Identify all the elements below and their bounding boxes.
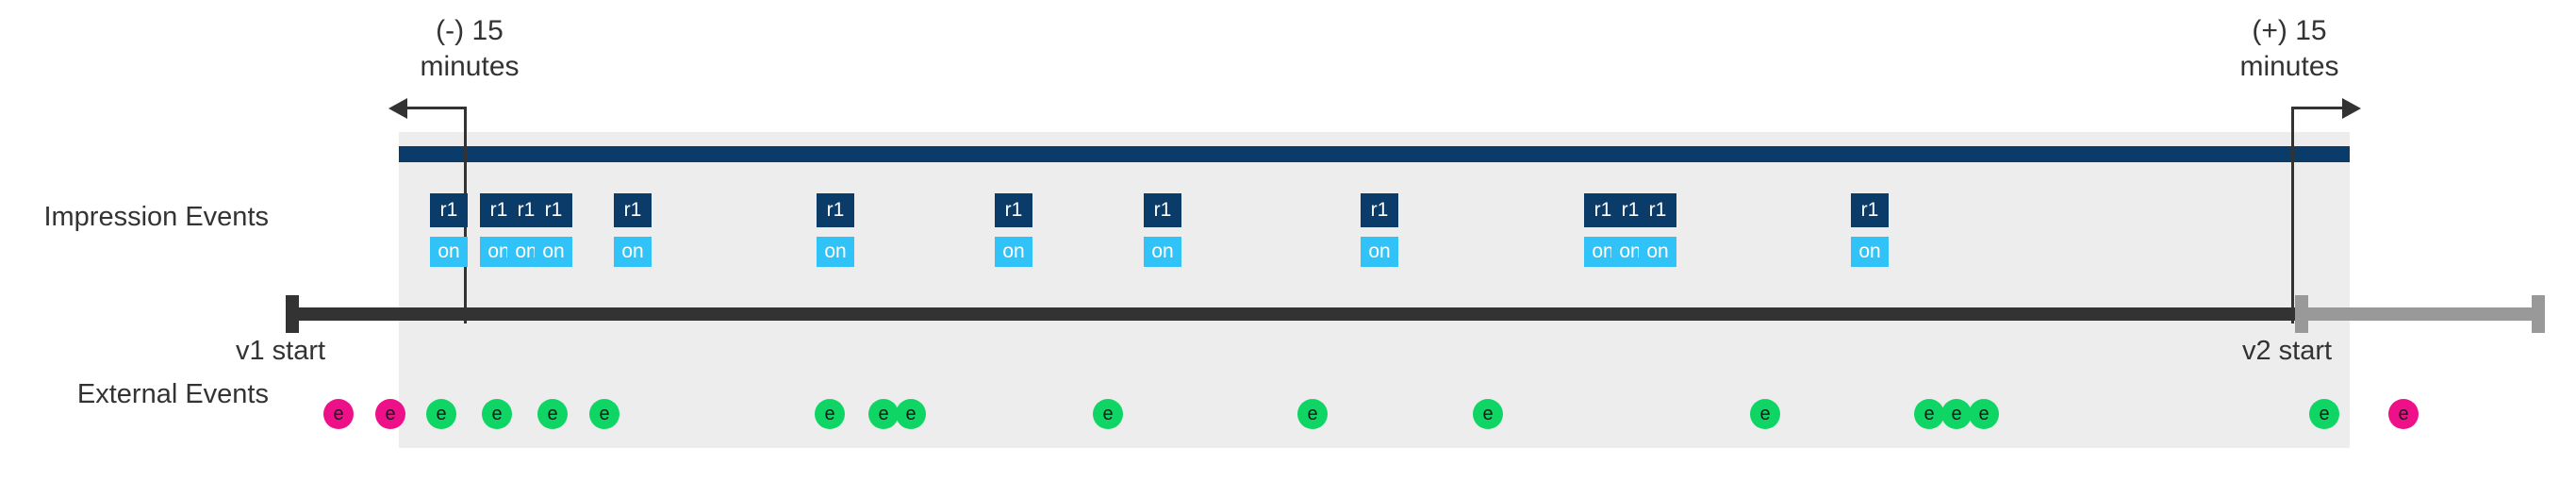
timeline-bar-v1 — [286, 307, 2295, 321]
impression-request-chip[interactable]: r1 — [614, 193, 652, 227]
impression-state-chip[interactable]: on — [535, 237, 572, 267]
attribution-window-band — [399, 132, 2350, 448]
impression-request-chip[interactable]: r1 — [1144, 193, 1181, 227]
arrow-shaft-left — [404, 107, 466, 109]
external-event-dot[interactable]: e — [1750, 399, 1780, 429]
impression-state-chip[interactable]: on — [430, 237, 468, 267]
impression-event-chip-group[interactable]: r1 on — [430, 193, 468, 267]
impression-events-label: Impression Events — [43, 202, 269, 232]
timeline-cap-v2-end — [2532, 295, 2545, 333]
impression-state-chip[interactable]: on — [1639, 237, 1676, 267]
external-event-dot[interactable]: e — [2309, 399, 2339, 429]
external-event-dot[interactable]: e — [2388, 399, 2419, 429]
impression-state-chip[interactable]: on — [1851, 237, 1889, 267]
v1-start-caption: v1 start — [236, 336, 326, 366]
external-event-dot[interactable]: e — [815, 399, 845, 429]
impression-request-chip[interactable]: r1 — [1361, 193, 1398, 227]
callout-right-line2: minutes — [2239, 50, 2339, 82]
external-event-dot[interactable]: e — [375, 399, 405, 429]
callout-left-line1: (-) 15 — [436, 15, 504, 46]
external-events-label: External Events — [76, 379, 269, 409]
timeline-cap-v1-start — [286, 295, 299, 333]
impression-event-chip-group[interactable]: r1 on — [995, 193, 1032, 267]
impression-event-chip-group[interactable]: r1 on — [1361, 193, 1398, 267]
impression-request-chip[interactable]: r1 — [817, 193, 854, 227]
external-event-dot[interactable]: e — [1297, 399, 1328, 429]
impression-state-chip[interactable]: on — [614, 237, 652, 267]
v2-start-caption: v2 start — [2242, 336, 2333, 366]
callout-right-line1: (+) 15 — [2252, 15, 2327, 46]
impression-event-chip-group[interactable]: r1 on — [817, 193, 854, 267]
callout-plus-15-minutes: (+) 15 minutes — [2204, 13, 2374, 84]
arrow-left-icon — [388, 98, 407, 119]
impression-request-chip[interactable]: r1 — [430, 193, 468, 227]
impression-event-chip-group[interactable]: r1 on — [535, 193, 572, 267]
impression-event-chip-group[interactable]: r1 on — [1851, 193, 1889, 267]
external-event-dot[interactable]: e — [868, 399, 899, 429]
external-event-dot[interactable]: e — [537, 399, 568, 429]
external-event-dot[interactable]: e — [1969, 399, 1999, 429]
impression-state-chip[interactable]: on — [1361, 237, 1398, 267]
external-event-dot[interactable]: e — [323, 399, 354, 429]
impression-state-chip[interactable]: on — [995, 237, 1032, 267]
guide-line-right — [2291, 107, 2294, 323]
callout-minus-15-minutes: (-) 15 minutes — [385, 13, 554, 84]
timeline-bar-v2 — [2295, 307, 2545, 321]
impression-state-chip[interactable]: on — [817, 237, 854, 267]
arrow-right-icon — [2342, 98, 2361, 119]
external-event-dot[interactable]: e — [1941, 399, 1972, 429]
external-event-dot[interactable]: e — [1914, 399, 1944, 429]
impression-request-chip[interactable]: r1 — [1639, 193, 1676, 227]
callout-left-line2: minutes — [420, 50, 520, 82]
external-event-dot[interactable]: e — [482, 399, 512, 429]
external-event-dot[interactable]: e — [1473, 399, 1503, 429]
impression-event-chip-group[interactable]: r1 on — [1144, 193, 1181, 267]
external-event-dot[interactable]: e — [1093, 399, 1123, 429]
version-active-bar — [399, 146, 2350, 162]
impression-event-chip-group[interactable]: r1 on — [614, 193, 652, 267]
arrow-shaft-right — [2291, 107, 2353, 109]
external-event-dot[interactable]: e — [896, 399, 926, 429]
timeline-cap-v2-start — [2295, 295, 2308, 333]
impression-state-chip[interactable]: on — [1144, 237, 1181, 267]
impression-request-chip[interactable]: r1 — [995, 193, 1032, 227]
impression-event-chip-group[interactable]: r1 on — [1639, 193, 1676, 267]
impression-request-chip[interactable]: r1 — [1851, 193, 1889, 227]
external-event-dot[interactable]: e — [589, 399, 619, 429]
impression-request-chip[interactable]: r1 — [535, 193, 572, 227]
external-event-dot[interactable]: e — [426, 399, 456, 429]
